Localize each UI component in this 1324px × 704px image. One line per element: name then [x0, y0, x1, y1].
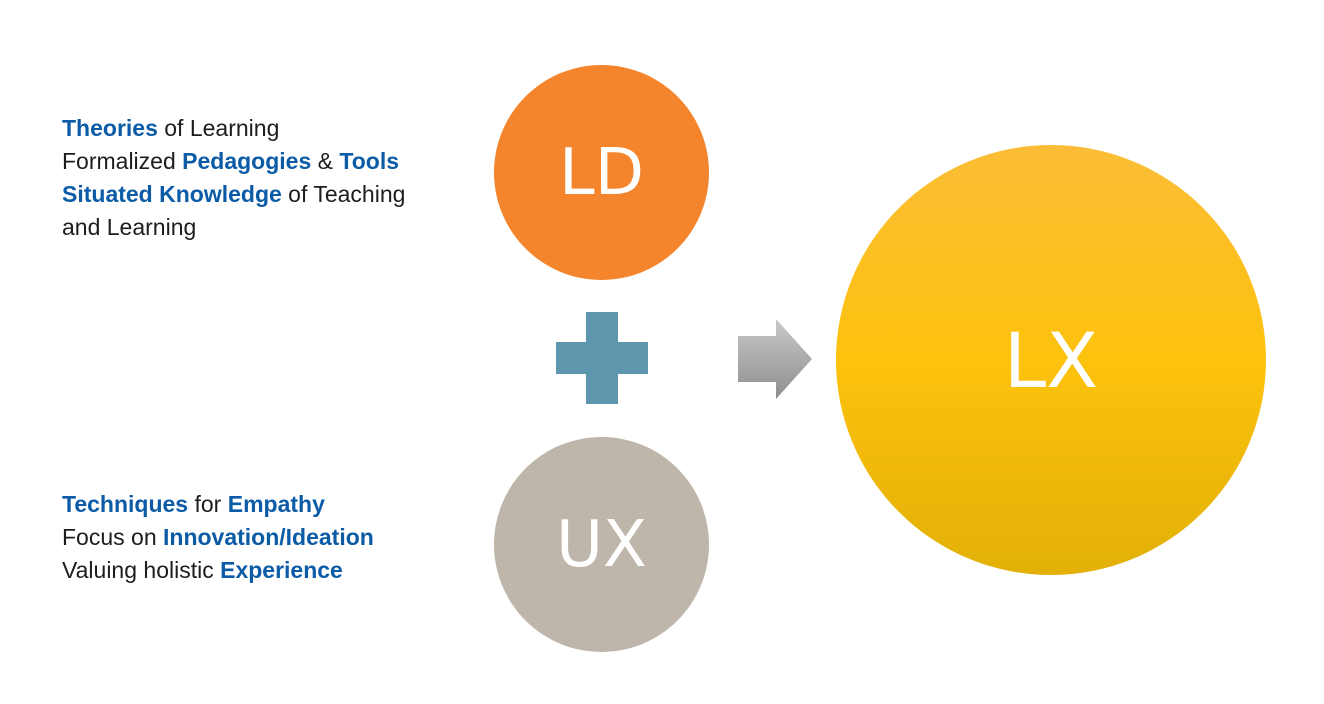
ld-line: Theories of Learning — [62, 112, 405, 145]
ld-circle-label: LD — [559, 135, 644, 210]
ux-circle-label: UX — [556, 507, 647, 582]
ld-line: and Learning — [62, 211, 405, 244]
ux-text-segment: Valuing holistic — [62, 557, 221, 583]
ld-highlight-term: Theories — [62, 115, 158, 141]
ux-line: Valuing holistic Experience — [62, 554, 374, 587]
ux-line: Focus on Innovation/Ideation — [62, 521, 374, 554]
arrow-right-icon — [738, 319, 812, 399]
ld-text-segment: of Learning — [157, 115, 280, 141]
ld-text-segment: and Learning — [62, 214, 197, 240]
ld-highlight-term: Pedagogies — [182, 148, 312, 174]
lx-circle-label: LX — [1003, 315, 1099, 405]
ux-text-segment: Focus on — [62, 524, 163, 550]
ux-circle: UX — [494, 437, 709, 652]
ld-line: Situated Knowledge of Teaching — [62, 178, 405, 211]
ld-highlight-term: Tools — [339, 148, 400, 174]
ld-circle: LD — [494, 65, 709, 280]
ld-text-segment: & — [311, 148, 340, 174]
ux-line: Techniques for Empathy — [62, 488, 374, 521]
ld-text-segment: of Teaching — [281, 181, 406, 207]
ux-highlight-term: Experience — [220, 557, 343, 583]
ld-highlight-term: Situated Knowledge — [62, 181, 282, 207]
ux-highlight-term: Empathy — [227, 491, 325, 517]
ld-text-segment: Formalized — [62, 148, 183, 174]
plus-shape — [556, 312, 648, 404]
ld-line: Formalized Pedagogies & Tools — [62, 145, 405, 178]
plus-icon — [556, 312, 648, 404]
lx-circle: LX — [836, 145, 1266, 575]
arrow-shape — [738, 319, 812, 399]
ux-highlight-term: Techniques — [62, 491, 189, 517]
ux-text-segment: for — [188, 491, 228, 517]
ux-highlight-term: Innovation/Ideation — [163, 524, 374, 550]
